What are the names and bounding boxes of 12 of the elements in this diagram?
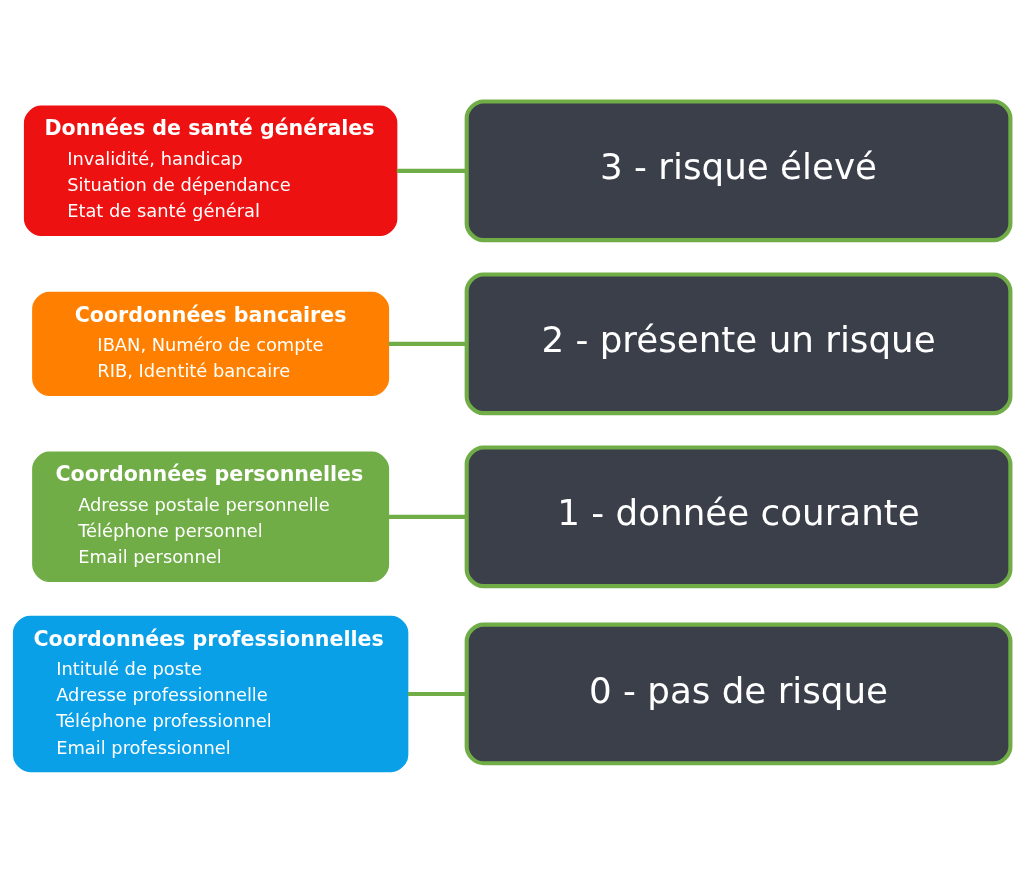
node-box: 0 - pas de risque [464,622,1013,766]
connector [407,691,467,696]
node-box: Données de santé générales Invalidité, handicap Situation de dépendance Etat de santé général [23,105,398,237]
node-box: Coordonnées bancaires IBAN, Numéro de compte RIB, Identité bancaire [32,291,390,396]
connector [396,168,467,173]
node-box: 3 - risque élevé [464,99,1013,243]
connector [388,341,467,346]
node-box: 1 - donnée courante [464,445,1013,589]
node-box: Coordonnées professionnelles Intitulé de poste Adresse professionnelle Téléphone professionnel Email professionnel [12,615,409,773]
node-box: 2 - présente un risque [464,272,1013,416]
connector [388,514,467,519]
node-box: Coordonnées personnelles Adresse postale personnelle Téléphone personnel Email personnel [32,451,390,583]
